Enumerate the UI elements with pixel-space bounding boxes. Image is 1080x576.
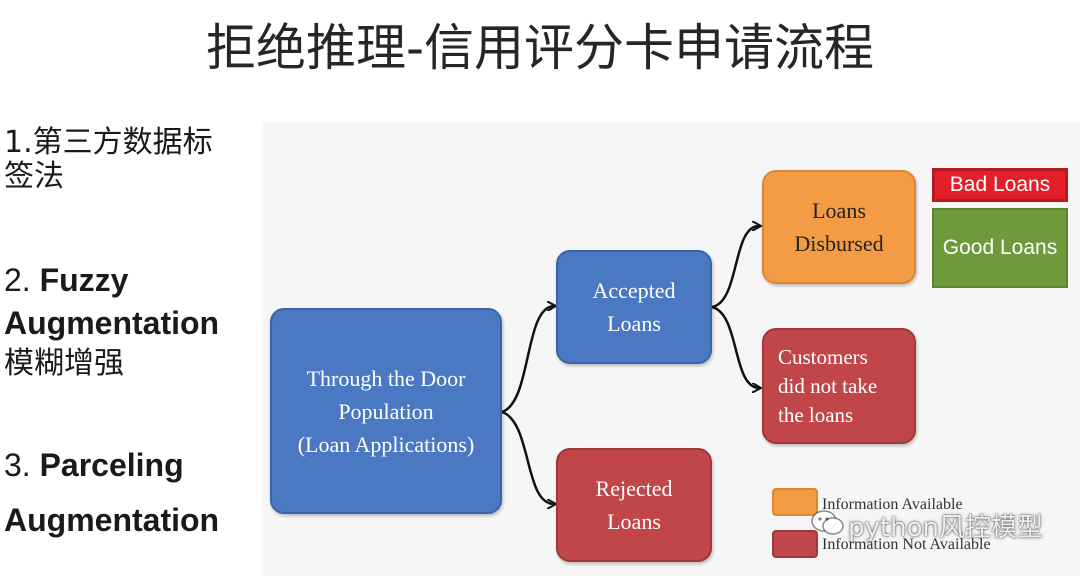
arrow-to-accepted (501, 306, 554, 414)
population-box: Through the Door Population (Loan Applic… (270, 308, 502, 514)
legend-available-swatch (772, 488, 818, 516)
side-item-1-line2: 签法 (4, 159, 64, 194)
page-title: 拒绝推理-信用评分卡申请流程 (205, 19, 875, 77)
disbursed-line2: Disbursed (794, 231, 884, 256)
loan-flow-diagram: Through the Door Population (Loan Applic… (262, 122, 1080, 576)
flow-arrows (501, 122, 1080, 576)
accepted-loans-box: Accepted Loans (556, 250, 712, 364)
arrow-to-disbursed (711, 226, 759, 309)
side-item-2-chinese: 模糊增强 (4, 346, 124, 381)
good-loans-box: Good Loans (932, 208, 1068, 288)
wechat-icon (811, 510, 844, 535)
legend-not-available-label: Information Not Available (822, 536, 991, 553)
legend-available-label: Information Available (822, 496, 963, 513)
side-item-2-number: 2. (4, 262, 40, 298)
rejected-line1: Rejected (595, 476, 673, 501)
side-item-2-title-1: Fuzzy (39, 262, 129, 298)
side-item-1: 1.第三方数据标 签法 (4, 126, 213, 194)
population-line3: (Loan Applications) (297, 431, 475, 457)
rejected-line2: Loans (607, 509, 661, 534)
side-item-3-number: 3. (4, 447, 40, 483)
rejected-loans-box: Rejected Loans (556, 448, 712, 562)
not-taken-line2: did not take (778, 373, 878, 398)
population-line1: Through the Door (306, 365, 466, 391)
side-item-1-line1: 1.第三方数据标 (4, 125, 213, 160)
side-item-2-title-2: Augmentation (4, 305, 220, 341)
side-item-3-title-2: Augmentation (4, 502, 220, 538)
loans-disbursed-box: Loans Disbursed (762, 170, 916, 284)
disbursed-line1: Loans (812, 198, 866, 223)
legend-not-available-swatch (772, 530, 818, 558)
population-line2: Population (338, 398, 434, 424)
arrow-to-rejected (501, 410, 554, 504)
side-item-3-title-1: Parceling (39, 447, 184, 483)
accepted-line2: Loans (607, 311, 661, 336)
not-taken-line1: Customers (778, 344, 868, 369)
bad-loans-box: Bad Loans (932, 168, 1068, 202)
accepted-line1: Accepted (592, 278, 676, 303)
arrow-to-not-taken (711, 305, 759, 388)
side-item-2: 2. Fuzzy Augmentation 模糊增强 (4, 262, 219, 386)
not-taken-box: Customers did not take the loans (762, 328, 916, 444)
side-item-3: 3. Parceling Augmentation (4, 446, 219, 550)
not-taken-line3: the loans (778, 402, 854, 427)
watermark-text: python风控模型 (848, 513, 1043, 543)
